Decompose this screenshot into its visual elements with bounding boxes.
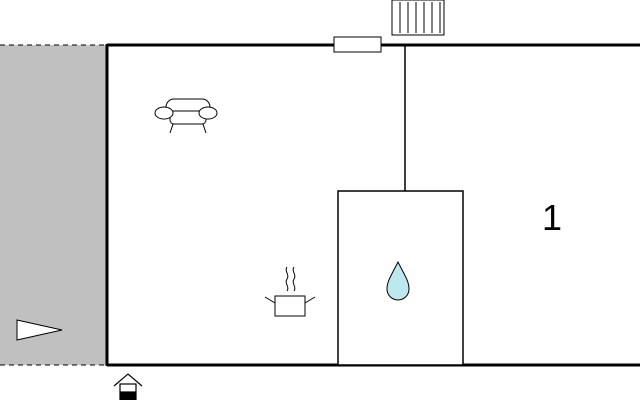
- radiator-icon: [391, 0, 445, 36]
- cooking-pot-icon: [264, 266, 316, 317]
- window-icon: [333, 36, 382, 53]
- terrace-area: [0, 45, 107, 365]
- entrance-icon: [113, 373, 143, 400]
- direction-arrow-icon: [16, 319, 63, 341]
- room-number: 1: [542, 197, 562, 238]
- water-drop-icon: [386, 260, 410, 301]
- sofa-icon: [154, 98, 218, 134]
